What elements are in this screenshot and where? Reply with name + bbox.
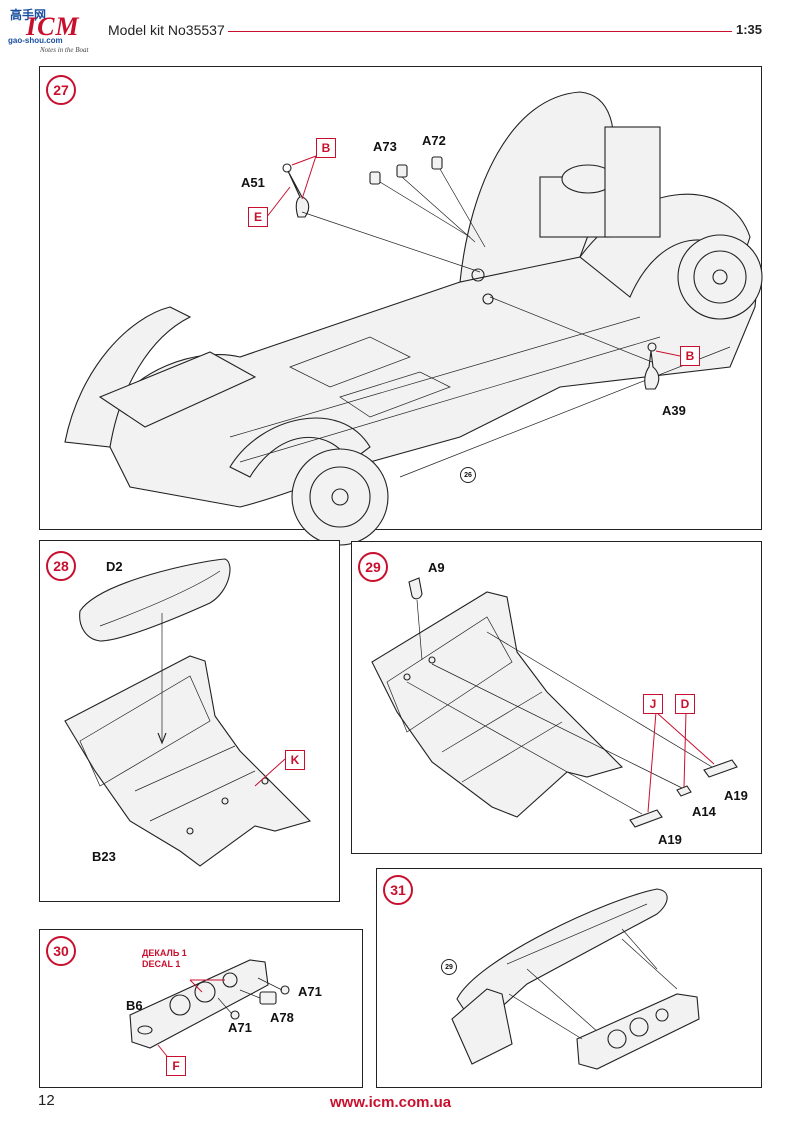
part-d2-label: D2 xyxy=(106,559,123,574)
footer-website-link[interactable]: www.icm.com.ua xyxy=(330,1094,452,1111)
logo-brand: ICM xyxy=(26,12,80,41)
part-a9-label: A9 xyxy=(428,560,445,575)
part-b23-label: B23 xyxy=(92,849,116,864)
step-27-panel: 27 A51 A73 A72 A39 B E B 26 xyxy=(39,66,763,546)
color-code-b-a51: B xyxy=(316,138,336,158)
part-a39-label: A39 xyxy=(662,403,686,418)
header-rule xyxy=(228,31,732,32)
color-code-j: J xyxy=(643,694,663,714)
part-a72-label: A72 xyxy=(422,133,446,148)
part-a78-label: A78 xyxy=(270,1010,294,1025)
step-31-drawing xyxy=(451,888,700,1070)
logo-tagline: Notes in the Boat xyxy=(40,46,89,54)
step-29-drawing xyxy=(371,577,738,828)
kit-title: Model kit No35537 xyxy=(108,22,225,38)
part-a19-right-label: A19 xyxy=(724,788,748,803)
logo-site-top: 高手网 xyxy=(10,8,47,22)
part-b6-label: B6 xyxy=(126,998,143,1013)
icm-logo: 高手网 ICM gao-shou.com Notes in the Boat xyxy=(6,6,102,56)
part-a19-bottom-label: A19 xyxy=(658,832,682,847)
step-27-badge: 27 xyxy=(46,75,76,105)
step-30-drawing xyxy=(129,959,290,1061)
step-27-drawing xyxy=(64,91,763,546)
color-code-f: F xyxy=(166,1056,186,1076)
color-code-b-a39: B xyxy=(680,346,700,366)
ref-step-26: 26 xyxy=(460,467,476,483)
part-a71-right-label: A71 xyxy=(298,984,322,999)
step-29-badge: 29 xyxy=(358,552,388,582)
step-29-panel: 29 A9 A14 A19 A19 J D xyxy=(351,541,762,854)
step-28-panel: 28 D2 B23 K xyxy=(39,540,340,902)
step-30-panel: 30 ДЕКАЛЬ 1 DECAL 1 B6 A71 A71 A78 F xyxy=(39,929,363,1088)
step-31-panel: 31 29 xyxy=(376,868,762,1088)
color-code-d: D xyxy=(675,694,695,714)
step-30-badge: 30 xyxy=(46,936,76,966)
step-28-badge: 28 xyxy=(46,551,76,581)
color-code-e-a51: E xyxy=(248,207,268,227)
ref-step-29: 29 xyxy=(441,959,457,975)
part-a71-bottom-label: A71 xyxy=(228,1020,252,1035)
logo-site-bottom: gao-shou.com xyxy=(8,36,63,45)
page-number: 12 xyxy=(38,1092,55,1109)
part-a51-label: A51 xyxy=(241,175,265,190)
part-a14-label: A14 xyxy=(692,804,716,819)
kit-scale: 1:35 xyxy=(736,22,763,37)
step-31-badge: 31 xyxy=(383,875,413,905)
decal-label-en: DECAL 1 xyxy=(142,959,181,969)
color-code-k: K xyxy=(285,750,305,770)
decal-label-ru: ДЕКАЛЬ 1 xyxy=(142,948,187,958)
step-28-drawing xyxy=(64,558,312,867)
decal-label: ДЕКАЛЬ 1 DECAL 1 xyxy=(142,948,187,970)
part-a73-label: A73 xyxy=(373,139,397,154)
